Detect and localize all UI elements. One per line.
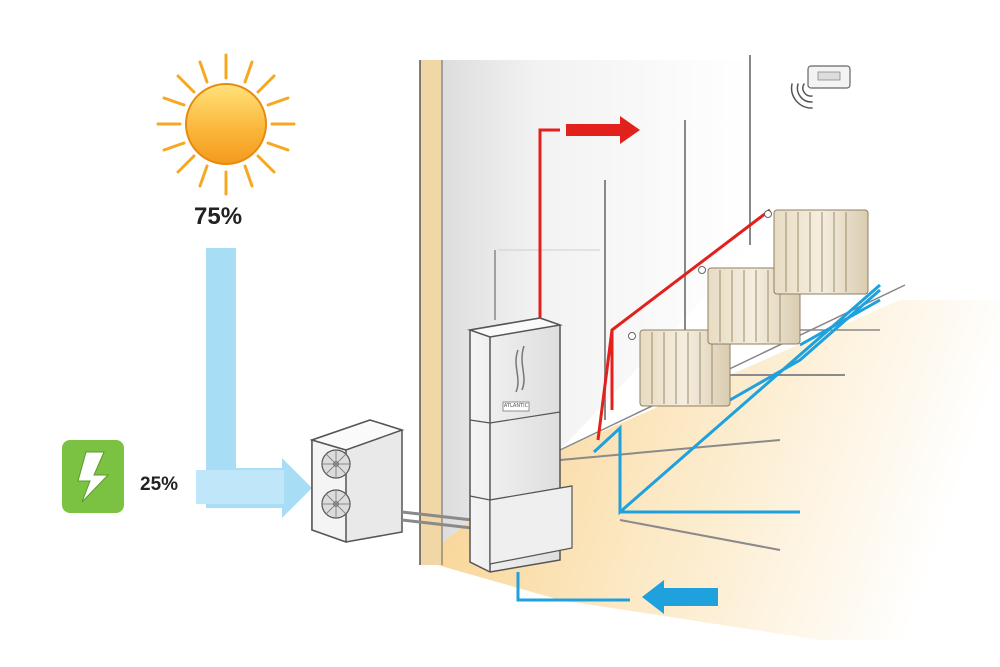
indoor-hydraulic-unit [467,317,573,573]
outdoor-heat-pump-unit [309,419,405,544]
radiator [639,329,731,407]
cold-return-arrow [642,580,718,614]
ambient-energy-arrow [206,248,312,518]
wireless-thermostat-icon [790,65,851,109]
refrigerant-pipes [401,510,473,530]
fan-icon [321,449,351,479]
hot-water-circuit [538,128,771,441]
brand-label: ATLANTIC [503,403,529,409]
sun-icon [156,53,296,196]
cold-return-circuit [516,283,881,602]
radiator-valves [628,210,772,340]
lightning-bolt-icon [62,440,124,513]
radiator [773,209,869,295]
electricity-input-arrow [196,470,284,504]
solar-percentage: 75% [194,203,243,230]
fan-icon [321,489,351,519]
electricity-percentage: 25% [140,474,179,495]
floor-heated-area [420,300,1000,640]
hot-water-arrow [566,116,640,144]
